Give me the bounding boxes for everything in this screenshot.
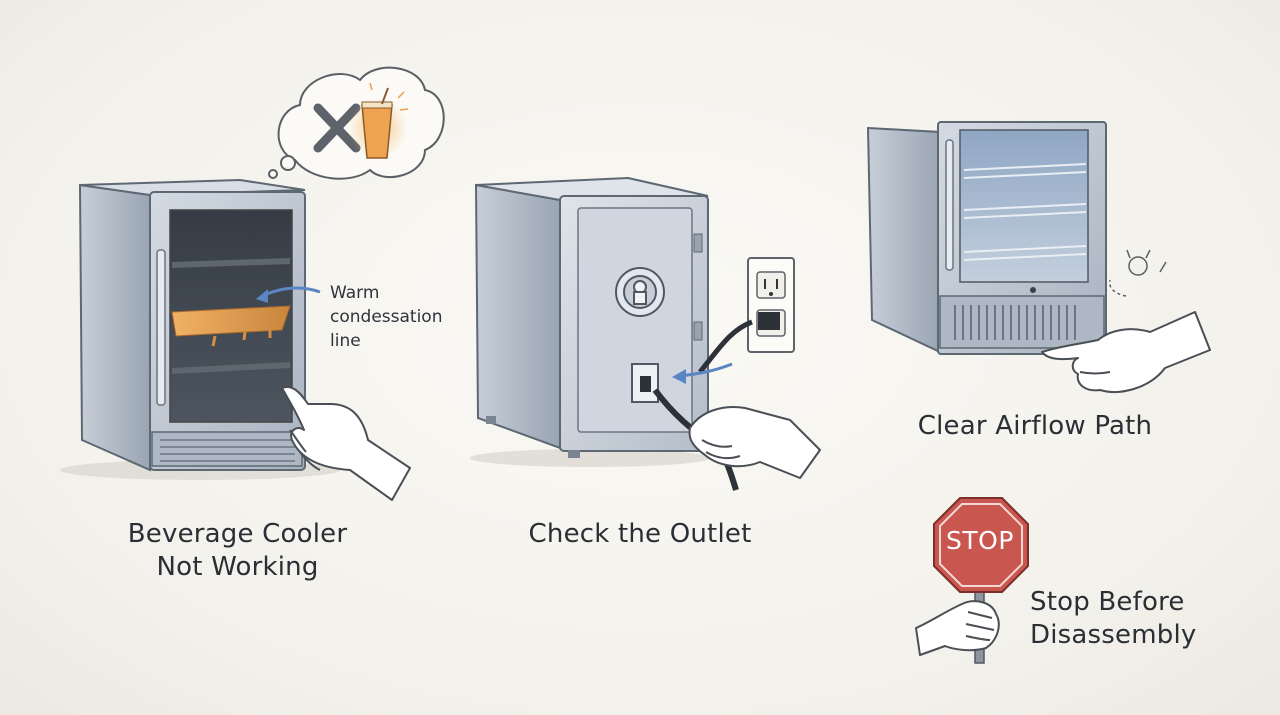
caption-clear-airflow: Clear Airflow Path xyxy=(917,411,1153,441)
appliance-cabinet xyxy=(470,176,710,467)
hand-pointing-vent xyxy=(1041,311,1211,393)
caption-stop-line-1: Stop Before xyxy=(1030,587,1185,617)
hand-holding-sign xyxy=(915,600,1000,656)
power-cord xyxy=(698,319,753,374)
annotation-line-3: line xyxy=(330,330,361,351)
caption-cooler-line-1: Beverage Cooler xyxy=(127,519,348,549)
caption-stop-line-2: Disassembly xyxy=(1030,619,1197,650)
x-mark-icon xyxy=(313,103,361,153)
wall-outlet-icon xyxy=(747,257,795,353)
caption-check-outlet: Check the Outlet xyxy=(528,519,752,549)
iced-drink-icon xyxy=(348,82,409,159)
condensation-annotation: Warm condessation line xyxy=(330,282,470,353)
annotation-line-2: condessation xyxy=(330,306,443,327)
annotation-line-1: Warm xyxy=(330,283,380,303)
caption-stop-before-disassembly: Stop Before Disassembly xyxy=(1030,586,1220,651)
hand-pointing-cooler xyxy=(281,386,411,501)
dust-bunny-icon xyxy=(1108,249,1167,297)
caption-cooler-not-working: Beverage Cooler Not Working xyxy=(100,518,375,583)
caption-cooler-line-2: Not Working xyxy=(156,551,319,582)
stop-sign-text: STOP xyxy=(946,526,1014,555)
under-counter-cooler xyxy=(866,121,1107,355)
beverage-cooler xyxy=(60,178,340,480)
hand-holding-plug xyxy=(688,406,821,479)
